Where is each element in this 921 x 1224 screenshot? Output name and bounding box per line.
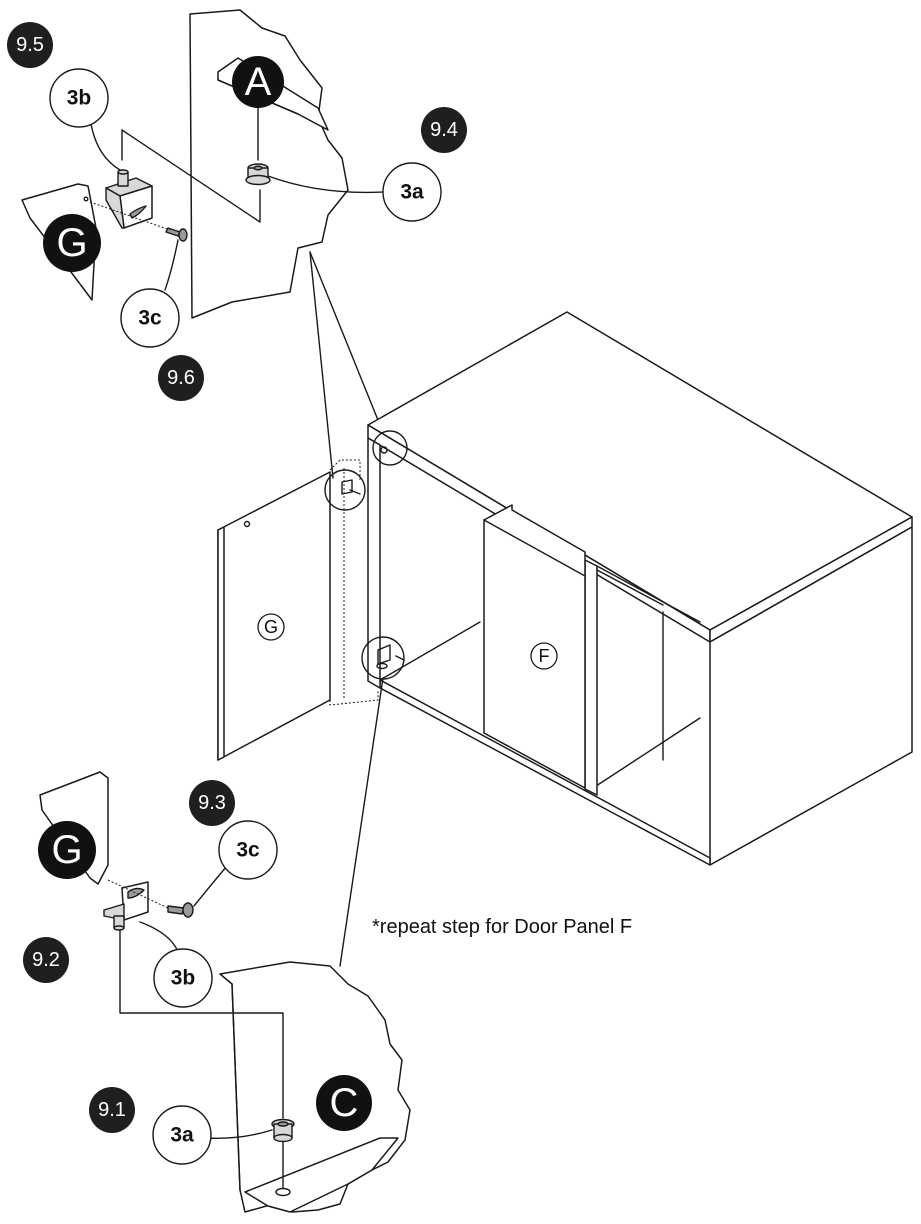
svg-text:9.4: 9.4 (430, 119, 458, 141)
hinge-bracket-top (105, 169, 153, 229)
pivot-bushing-bottom (271, 1118, 295, 1143)
callout-3b-bottom: 3b (153, 948, 213, 1008)
panel-label-g-top: G (43, 214, 101, 272)
cabinet-right-side (709, 526, 913, 866)
svg-text:3a: 3a (170, 1124, 194, 1147)
hinge-bracket-bottom (103, 881, 149, 931)
zoom-circle-door (324, 469, 366, 511)
repeat-note: *repeat step for Door Panel F (372, 916, 632, 938)
callout-3c-top: 3c (120, 288, 180, 348)
step-badge-9-5: 9.5 (7, 22, 53, 68)
step-badge-9-4: 9.4 (421, 107, 467, 153)
door-label-f: F (530, 642, 558, 670)
callout-3a-top: 3a (382, 162, 442, 222)
panel-a-fragment (189, 9, 349, 319)
panel-label-c: C (316, 1075, 372, 1131)
svg-text:G: G (264, 617, 278, 637)
callout-3b-top: 3b (49, 68, 109, 128)
panel-label-g-bottom: G (38, 821, 96, 879)
step-badge-9-1: 9.1 (89, 1087, 135, 1133)
svg-text:A: A (245, 60, 272, 104)
svg-text:F: F (539, 646, 550, 666)
svg-text:3b: 3b (67, 87, 92, 110)
cabinet (367, 311, 913, 866)
callout-3c-bottom: 3c (218, 820, 278, 880)
step-badge-9-2: 9.2 (23, 937, 69, 983)
panel-label-a: A (232, 56, 284, 108)
screw-bottom (167, 902, 194, 918)
callout-3a-bottom: 3a (152, 1105, 212, 1165)
svg-text:3a: 3a (400, 181, 424, 204)
svg-text:3c: 3c (236, 839, 260, 862)
svg-text:G: G (51, 828, 82, 872)
step-badge-9-6: 9.6 (158, 355, 204, 401)
svg-text:9.3: 9.3 (198, 792, 226, 814)
pivot-bushing-top (245, 163, 271, 186)
svg-text:G: G (56, 221, 87, 265)
svg-text:9.6: 9.6 (167, 367, 195, 389)
svg-text:9.2: 9.2 (32, 949, 60, 971)
screw-top (165, 227, 188, 242)
step-badge-9-3: 9.3 (189, 780, 235, 826)
top-detail (21, 9, 384, 319)
svg-text:9.5: 9.5 (16, 34, 44, 56)
door-g (217, 459, 379, 761)
door-label-g: G (257, 613, 285, 641)
svg-text:C: C (330, 1081, 359, 1125)
svg-text:9.1: 9.1 (98, 1099, 126, 1121)
zoom-circle-top-right (372, 430, 408, 466)
svg-text:3c: 3c (138, 307, 162, 330)
svg-text:3b: 3b (171, 967, 196, 990)
bottom-detail (39, 771, 411, 1213)
